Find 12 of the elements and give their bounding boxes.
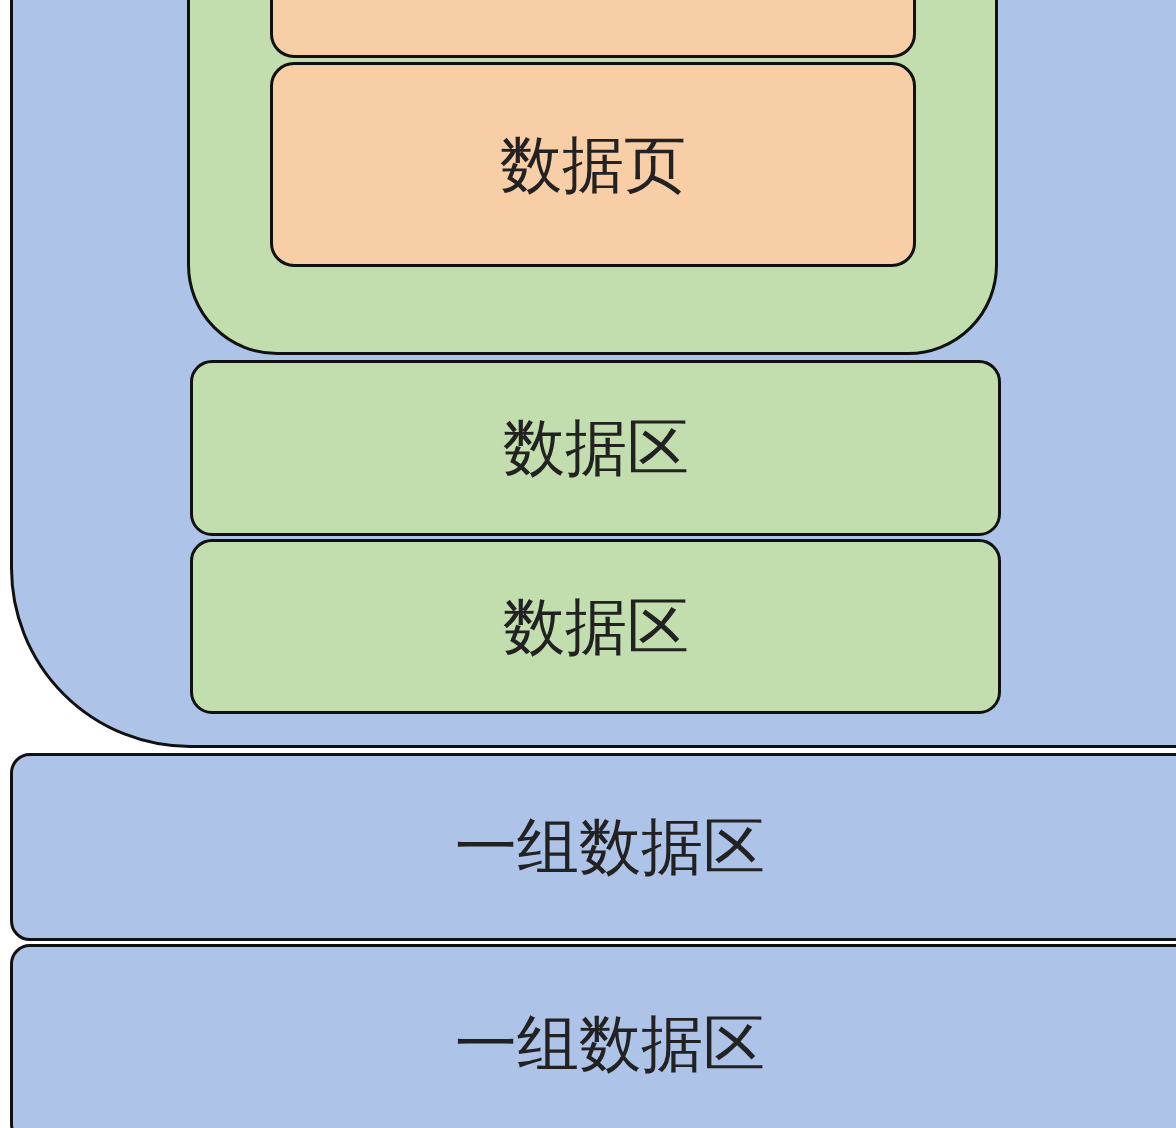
area-box <box>10 944 1176 1128</box>
container-box <box>187 0 998 355</box>
box-label: 一组数据区 <box>455 1006 765 1082</box>
box-label: 数据区 <box>502 410 689 486</box>
area-box <box>270 62 916 267</box>
box-label: 数据页 <box>500 126 686 203</box>
area-box <box>10 753 1176 941</box>
container-box <box>10 0 1176 748</box>
box-label: 数据区 <box>502 588 689 665</box>
area-box <box>190 360 1001 536</box>
area-box <box>190 539 1001 714</box>
box-label: 一组数据区 <box>455 809 765 885</box>
